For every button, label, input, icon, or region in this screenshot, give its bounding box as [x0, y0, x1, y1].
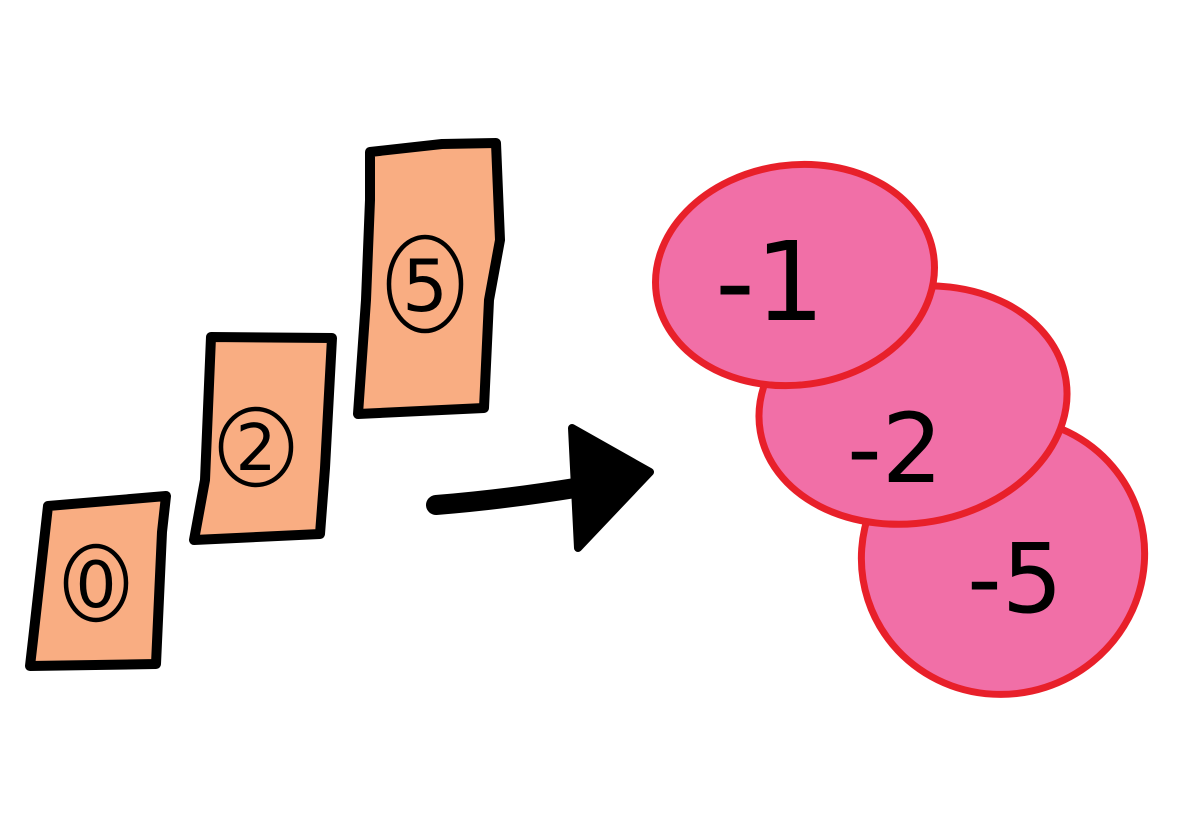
card-0-label-circle	[63, 543, 129, 623]
card-2: 2	[189, 332, 337, 545]
right-arrow-icon	[426, 424, 654, 552]
card-5-label-circle	[386, 234, 464, 334]
card-2-label: 2	[236, 412, 277, 486]
card-0: 0	[25, 491, 171, 671]
circle-neg-1: -1	[652, 160, 938, 390]
card-5-shape	[353, 138, 505, 419]
card-5-label: 5	[402, 244, 448, 328]
card-0-shape	[25, 491, 171, 671]
circle-neg-5: -5	[857, 414, 1149, 698]
circle-neg-1-shape	[652, 160, 938, 390]
circle-neg-1-label: -1	[715, 218, 825, 346]
card-2-shape	[189, 332, 337, 545]
arrow-head	[568, 424, 654, 552]
circle-neg-5-label: -5	[967, 523, 1063, 635]
card-5: 5	[353, 138, 505, 419]
arrow-shaft	[426, 478, 585, 515]
card-0-label: 0	[76, 549, 117, 623]
circle-neg-2-label: -2	[847, 393, 943, 505]
card-2-label-circle	[218, 406, 294, 488]
